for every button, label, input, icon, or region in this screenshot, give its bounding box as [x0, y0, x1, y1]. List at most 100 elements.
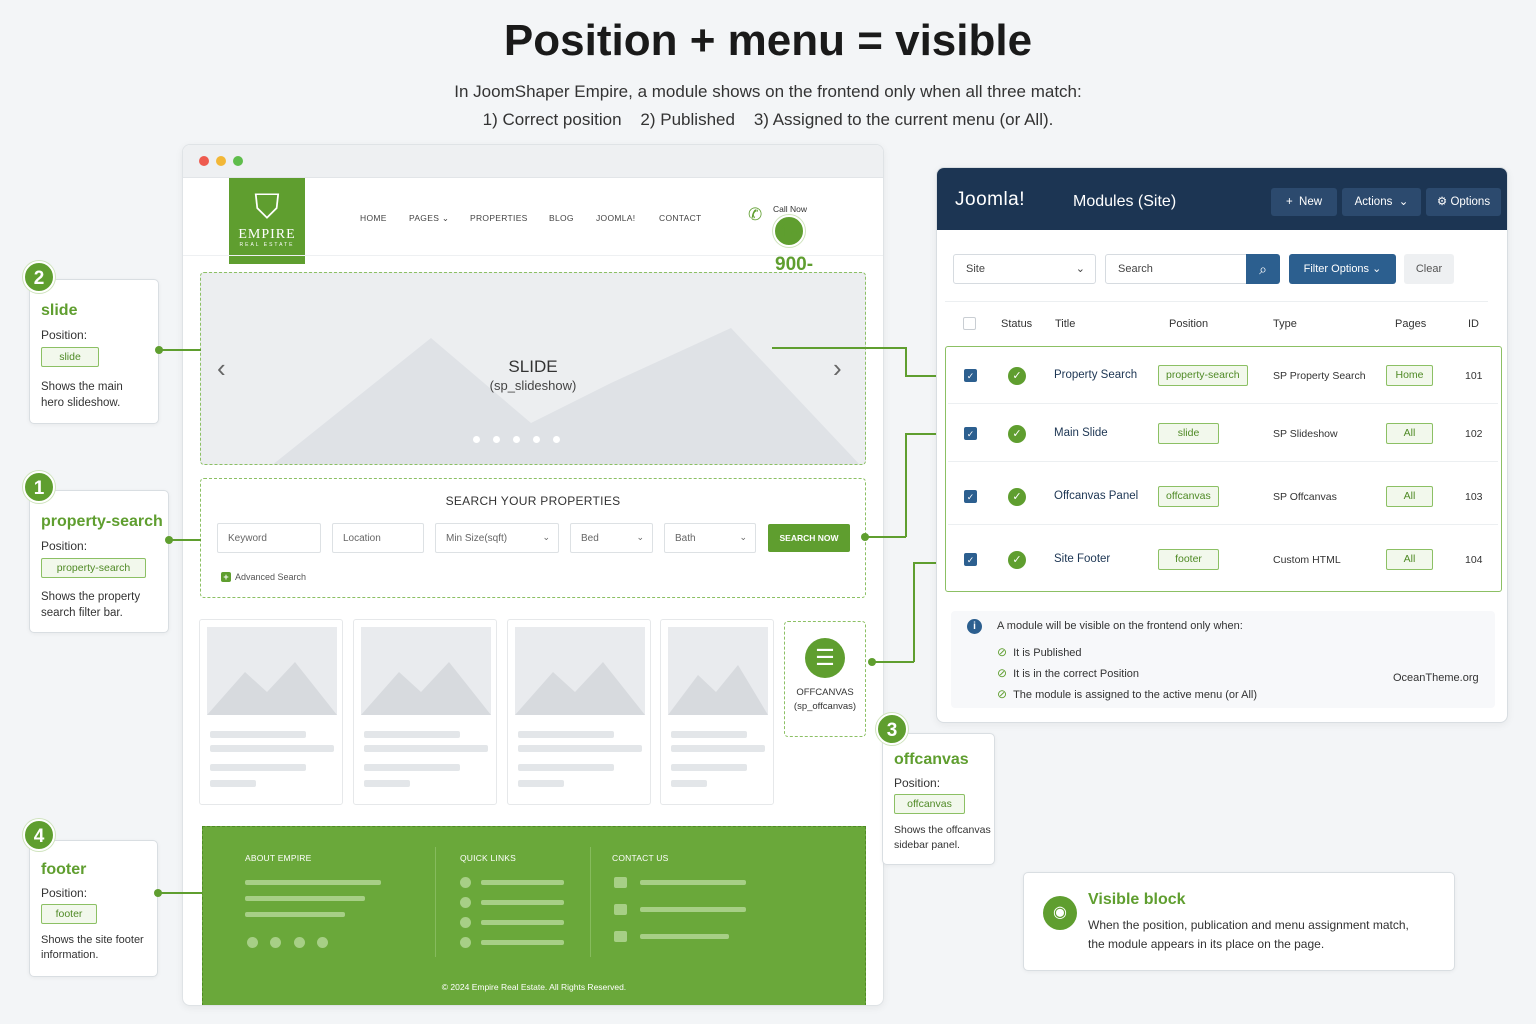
- row-checkbox[interactable]: ✓: [964, 553, 977, 566]
- min-size-select[interactable]: Min Size(sqft)⌄: [435, 523, 559, 553]
- col-pages[interactable]: Pages: [1395, 318, 1427, 330]
- row-checkbox[interactable]: ✓: [964, 369, 977, 382]
- property-search-module: SEARCH YOUR PROPERTIES Keyword Location …: [200, 478, 866, 598]
- property-card[interactable]: [507, 619, 651, 805]
- visible-block-desc: When the position, publication and menu …: [1088, 916, 1409, 954]
- actions-button[interactable]: Actions ⌄: [1342, 188, 1421, 216]
- nav-divider: [183, 255, 883, 256]
- visible-block-title: Visible block: [1088, 891, 1186, 908]
- col-title[interactable]: Title: [1055, 318, 1076, 330]
- nav-joomla[interactable]: JOOMLA!: [596, 213, 636, 223]
- property-card[interactable]: [199, 619, 343, 805]
- col-status[interactable]: Status: [1001, 318, 1033, 330]
- social-icon[interactable]: [270, 937, 281, 948]
- page-subtitle: In JoomShaper Empire, a module shows on …: [0, 78, 1536, 134]
- minimize-dot-icon[interactable]: [216, 156, 226, 166]
- search-now-button[interactable]: SEARCH NOW: [768, 524, 850, 552]
- nav-pages-label: PAGES: [409, 213, 440, 223]
- filter-options-button[interactable]: Filter Options ⌄: [1289, 254, 1396, 284]
- chevron-left-icon[interactable]: ‹: [217, 353, 226, 383]
- subtitle-line-2: 1) Correct position 2) Published 3) Assi…: [482, 110, 1054, 129]
- bath-select[interactable]: Bath⌄: [664, 523, 756, 553]
- chevron-right-icon[interactable]: ›: [833, 353, 842, 383]
- options-button[interactable]: ⚙ Options: [1426, 188, 1501, 216]
- joomla-header: Joomla! Modules (Site) + New Actions ⌄ ⚙…: [937, 168, 1507, 230]
- site-logo[interactable]: ⛉ EMPIRE REAL ESTATE: [229, 178, 305, 264]
- callout-name: footer: [41, 861, 87, 878]
- website-preview: ⛉ EMPIRE REAL ESTATE HOME PAGES ⌄ PROPER…: [182, 144, 884, 1006]
- chevron-down-icon: ⌄: [1075, 263, 1085, 275]
- bullet-icon: [460, 877, 471, 888]
- col-id[interactable]: ID: [1468, 318, 1479, 330]
- call-now[interactable]: Call Now 1-900-222-1234: [773, 203, 817, 339]
- slide-dot[interactable]: [513, 436, 520, 443]
- published-check-icon[interactable]: ✓: [1008, 551, 1026, 569]
- advanced-search-link[interactable]: +Advanced Search: [221, 572, 306, 582]
- table-row[interactable]: ✓ ✓ Offcanvas Panel offcanvas SP Offcanv…: [948, 470, 1498, 525]
- col-type[interactable]: Type: [1273, 318, 1297, 330]
- module-id: 104: [1465, 554, 1483, 566]
- bed-select[interactable]: Bed⌄: [570, 523, 653, 553]
- keyword-input[interactable]: Keyword: [217, 523, 321, 553]
- connector-line: [905, 433, 945, 435]
- property-card[interactable]: [660, 619, 774, 805]
- social-icon[interactable]: [247, 937, 258, 948]
- check-item-text: It is in the correct Position: [1013, 668, 1140, 680]
- published-check-icon[interactable]: ✓: [1008, 425, 1026, 443]
- callout-desc-line: information.: [41, 949, 99, 961]
- search-icon[interactable]: ⌕: [1246, 254, 1280, 284]
- maximize-dot-icon[interactable]: [233, 156, 243, 166]
- options-button-label: Options: [1450, 196, 1491, 208]
- callout-name: property-search: [41, 513, 163, 530]
- select-all-checkbox[interactable]: [963, 317, 976, 330]
- close-dot-icon[interactable]: [199, 156, 209, 166]
- nav-home[interactable]: HOME: [360, 213, 387, 223]
- search-input[interactable]: Search: [1105, 254, 1247, 284]
- published-check-icon[interactable]: ✓: [1008, 367, 1026, 385]
- connector-line: [913, 562, 945, 564]
- pages-badge: Home: [1386, 365, 1433, 386]
- module-title[interactable]: Property Search: [1054, 369, 1138, 381]
- nav-contact[interactable]: CONTACT: [659, 213, 702, 223]
- mountain-placeholder-icon: [273, 328, 860, 464]
- pages-badge: All: [1386, 486, 1433, 507]
- nav-pages[interactable]: PAGES ⌄: [409, 213, 449, 224]
- module-title[interactable]: Main Slide: [1054, 427, 1108, 439]
- menu-icon[interactable]: ☰: [805, 638, 845, 678]
- joomla-logo[interactable]: Joomla!: [955, 189, 1026, 210]
- social-icon[interactable]: [317, 937, 328, 948]
- position-badge: offcanvas: [1158, 486, 1219, 507]
- copyright: © 2024 Empire Real Estate. All Rights Re…: [441, 982, 627, 992]
- property-card[interactable]: [353, 619, 497, 805]
- page-title: Position + menu = visible: [503, 16, 1033, 65]
- table-row[interactable]: ✓ ✓ Main Slide slide SP Slideshow All 10…: [948, 407, 1498, 462]
- col-position[interactable]: Position: [1169, 318, 1209, 330]
- location-input[interactable]: Location: [332, 523, 424, 553]
- site-select[interactable]: Site⌄: [953, 254, 1096, 284]
- new-button[interactable]: + New: [1271, 188, 1337, 216]
- slide-dot[interactable]: [473, 436, 480, 443]
- published-check-icon[interactable]: ✓: [1008, 488, 1026, 506]
- bullet-icon: [460, 917, 471, 928]
- table-row[interactable]: ✓ ✓ Property Search property-search SP P…: [948, 349, 1498, 404]
- module-title[interactable]: Offcanvas Panel: [1054, 490, 1139, 502]
- slide-dot[interactable]: [533, 436, 540, 443]
- check-item: ⊘It is in the correct Position: [997, 666, 1139, 680]
- row-checkbox[interactable]: ✓: [964, 490, 977, 503]
- module-title[interactable]: Site Footer: [1054, 553, 1111, 565]
- table-row[interactable]: ✓ ✓ Site Footer footer Custom HTML All 1…: [948, 533, 1498, 588]
- footer-col-links: QUICK LINKS: [460, 853, 517, 863]
- position-tag: offcanvas: [894, 794, 965, 814]
- eye-icon: ◉: [1043, 896, 1077, 930]
- row-checkbox[interactable]: ✓: [964, 427, 977, 440]
- connector-line: [159, 349, 201, 351]
- social-icon[interactable]: [294, 937, 305, 948]
- clear-button[interactable]: Clear: [1404, 254, 1454, 284]
- slide-dot[interactable]: [553, 436, 560, 443]
- slide-dot[interactable]: [493, 436, 500, 443]
- connector-line: [169, 539, 201, 541]
- nav-properties[interactable]: PROPERTIES: [470, 213, 528, 223]
- slide-title: SLIDE: [508, 357, 558, 376]
- nav-blog[interactable]: BLOG: [549, 213, 574, 223]
